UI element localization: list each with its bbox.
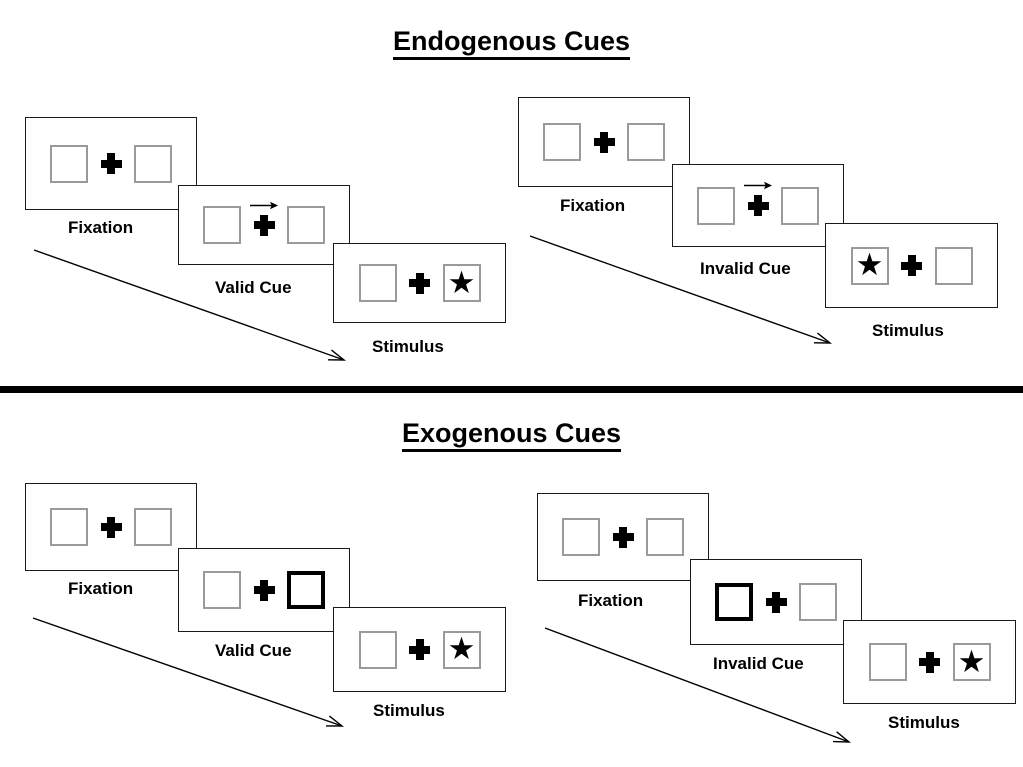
frame-caption-exogenous-valid-2: Stimulus — [373, 701, 445, 720]
frame-caption-endogenous-invalid-1: Invalid Cue — [700, 259, 791, 278]
frame-caption-endogenous-invalid-0: Fixation — [560, 196, 626, 215]
trial-frame-exogenous-invalid-0 — [537, 493, 709, 581]
trial-frame-content — [562, 518, 684, 556]
trial-frame-endogenous-valid-2: ★ — [333, 243, 506, 323]
trial-frame-content: ★ — [358, 264, 481, 302]
plus-icon — [409, 272, 430, 294]
trial-frame-content — [543, 123, 665, 161]
right-arrow-icon — [249, 200, 279, 211]
placeholder-box-left: ★ — [850, 246, 889, 285]
placeholder-box-right — [134, 508, 172, 546]
section-title-exogenous: Exogenous Cues — [0, 418, 1023, 452]
fixation-center — [88, 153, 134, 174]
plus-icon — [100, 153, 122, 174]
frame-caption-exogenous-invalid-1: Invalid Cue — [713, 654, 804, 673]
placeholder-box-left — [358, 630, 397, 669]
section-divider — [0, 386, 1023, 393]
plus-icon — [901, 255, 922, 276]
trial-frame-content — [50, 508, 172, 546]
frame-caption-exogenous-invalid-0: Fixation — [578, 591, 644, 610]
placeholder-box-right — [799, 583, 837, 621]
placeholder-box-left — [543, 123, 581, 161]
placeholder-box-right: ★ — [952, 643, 991, 681]
plus-icon — [100, 516, 122, 538]
trial-frame-content: ★ — [868, 643, 991, 681]
frame-caption-endogenous-invalid-2: Stimulus — [872, 321, 944, 340]
fixation-center — [397, 639, 443, 660]
frame-caption-exogenous-valid-1: Valid Cue — [215, 641, 292, 660]
placeholder-box-right — [287, 206, 325, 244]
placeholder-box-left — [50, 508, 88, 546]
placeholder-box-right — [781, 186, 819, 225]
trial-frame-exogenous-valid-2: ★ — [333, 607, 506, 692]
fixation-center — [241, 579, 287, 601]
star-icon: ★ — [447, 264, 476, 300]
star-icon: ★ — [447, 631, 476, 666]
trial-frame-endogenous-invalid-0 — [518, 97, 690, 187]
placeholder-box-left — [868, 643, 907, 681]
fixation-center — [88, 516, 134, 538]
plus-icon — [919, 651, 940, 673]
trial-frame-content — [715, 583, 837, 621]
placeholder-box-left — [50, 144, 88, 183]
placeholder-box-right: ★ — [442, 630, 481, 669]
time-arrow-icon-exogenous-valid — [32, 617, 366, 750]
time-arrow-icon-exogenous-invalid — [544, 627, 873, 766]
placeholder-box-right — [134, 144, 172, 183]
placeholder-box-left — [562, 518, 600, 556]
star-icon: ★ — [957, 643, 986, 679]
section-title-exogenous-text: Exogenous Cues — [401, 418, 622, 452]
placeholder-box-right: ★ — [442, 264, 481, 302]
trial-frame-content — [697, 181, 819, 225]
fixation-center — [581, 131, 627, 153]
fixation-center — [907, 651, 953, 673]
trial-frame-endogenous-invalid-2: ★ — [825, 223, 998, 308]
fixation-center — [889, 255, 935, 276]
trial-frame-exogenous-valid-0 — [25, 483, 197, 571]
placeholder-box-right — [627, 123, 665, 161]
plus-icon — [253, 214, 275, 236]
plus-icon — [765, 591, 787, 613]
time-arrow-icon-endogenous-valid — [33, 249, 368, 384]
plus-icon — [612, 526, 634, 548]
frame-caption-exogenous-valid-0: Fixation — [68, 579, 134, 598]
trial-frame-content: ★ — [358, 630, 481, 669]
frame-caption-endogenous-valid-1: Valid Cue — [215, 278, 292, 297]
trial-frame-content: ★ — [850, 246, 973, 285]
section-title-endogenous-text: Endogenous Cues — [392, 26, 630, 60]
trial-frame-endogenous-valid-1 — [178, 185, 350, 265]
time-arrow-icon-endogenous-invalid — [529, 235, 854, 367]
fixation-center — [735, 181, 781, 216]
plus-icon — [409, 639, 430, 660]
right-arrow-icon — [743, 180, 773, 191]
placeholder-box-left — [203, 571, 241, 609]
plus-icon — [593, 131, 615, 153]
fixation-center — [241, 201, 287, 236]
trial-frame-content — [203, 571, 325, 609]
plus-icon — [747, 195, 769, 216]
frame-caption-endogenous-valid-0: Fixation — [68, 218, 134, 237]
placeholder-box-left — [697, 186, 735, 225]
placeholder-box-left — [203, 206, 241, 244]
trial-frame-exogenous-invalid-2: ★ — [843, 620, 1016, 704]
trial-frame-content — [203, 201, 325, 244]
section-title-endogenous: Endogenous Cues — [0, 26, 1023, 60]
cued-box-right — [287, 571, 325, 609]
frame-caption-exogenous-invalid-2: Stimulus — [888, 713, 960, 732]
trial-frame-endogenous-invalid-1 — [672, 164, 844, 247]
fixation-center — [397, 272, 443, 294]
placeholder-box-right — [934, 246, 973, 285]
fixation-center — [753, 591, 799, 613]
frame-caption-endogenous-valid-2: Stimulus — [372, 337, 444, 356]
placeholder-box-right — [646, 518, 684, 556]
cued-box-left — [715, 583, 753, 621]
trial-frame-exogenous-valid-1 — [178, 548, 350, 632]
star-icon: ★ — [855, 247, 884, 282]
plus-icon — [253, 579, 275, 601]
fixation-center — [600, 526, 646, 548]
trial-frame-content — [50, 144, 172, 183]
placeholder-box-left — [358, 264, 397, 302]
trial-frame-exogenous-invalid-1 — [690, 559, 862, 645]
trial-frame-endogenous-valid-0 — [25, 117, 197, 210]
